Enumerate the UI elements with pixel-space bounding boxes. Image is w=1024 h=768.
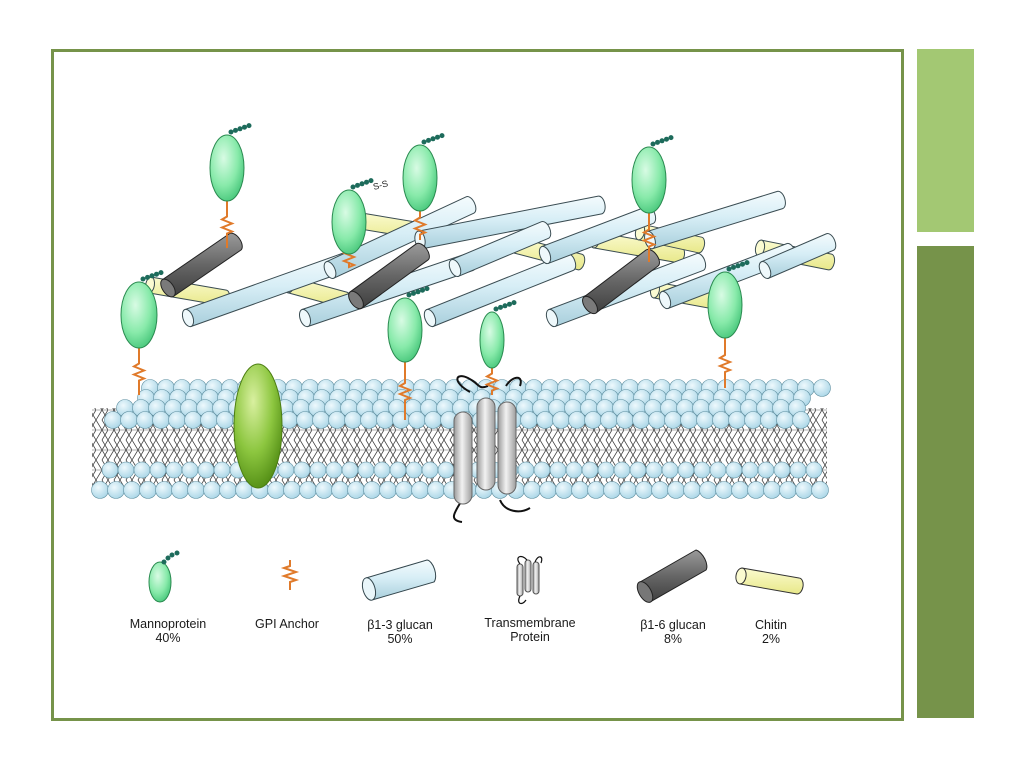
mannoprotein (387, 286, 430, 420)
accent-bar-top (917, 49, 974, 232)
mannoprotein (707, 260, 750, 388)
mannoprotein (631, 135, 674, 262)
mannoprotein-icon (148, 550, 180, 603)
beta13-glucan (758, 233, 837, 279)
chitin-icon (735, 567, 804, 595)
beta16-glucan (582, 248, 660, 315)
accent-bar-bottom (917, 246, 974, 718)
lipid-bilayer (91, 379, 831, 499)
beta13-glucan (323, 196, 477, 279)
beta16-glucan-icon (636, 549, 708, 603)
gpi-anchor (131, 348, 147, 395)
gpi-anchor-icon (280, 560, 300, 590)
beta13-glucan-icon (361, 559, 437, 601)
mannoprotein (209, 123, 252, 248)
gpi-anchor (219, 201, 235, 248)
mannoproteins (120, 123, 750, 420)
mannoprotein (479, 300, 517, 395)
gpi-anchor (641, 213, 657, 262)
disulfide-label: S-S (372, 178, 389, 192)
beta13-glucan (448, 221, 552, 278)
mannoprotein (331, 178, 374, 269)
legend-label-gpi-anchor: GPI Anchor (255, 617, 319, 631)
gpi-anchor (397, 362, 413, 420)
beta13-glucan (423, 252, 577, 328)
transmembrane-protein (453, 375, 531, 523)
beta16-glucan (160, 232, 243, 298)
gpi-anchor (717, 338, 733, 388)
beta16-glucan (348, 242, 430, 310)
mannoprotein (120, 270, 164, 395)
gpi-anchor (412, 211, 428, 240)
legend-icons (148, 549, 804, 605)
transmembrane-protein-icon (516, 555, 543, 605)
gpi-anchor (484, 368, 500, 395)
membrane-protein (233, 363, 283, 489)
mannoprotein (402, 133, 445, 240)
